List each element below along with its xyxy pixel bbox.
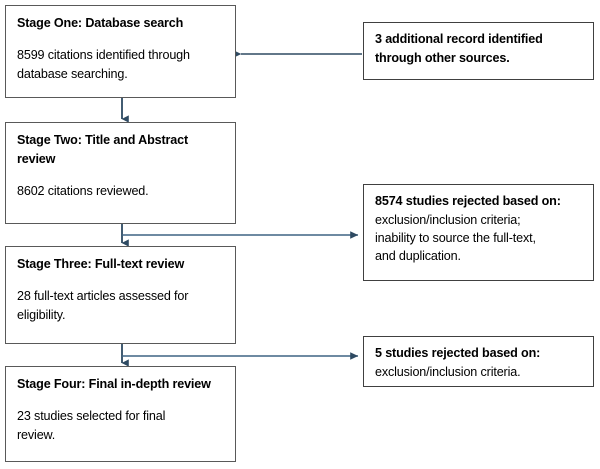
stage-four-line-2: review. [17, 428, 56, 442]
stage-one-box: Stage One: Database search 8599 citation… [5, 5, 236, 98]
stage-three-box: Stage Three: Full-text review 28 full-te… [5, 246, 236, 344]
stage-two-title-line-1: Stage Two: Title and Abstract [17, 133, 189, 147]
rejected-full-text-title: 5 studies rejected based on: [375, 346, 541, 360]
spacer [17, 394, 225, 407]
stage-two-line-1: 8602 citations reviewed. [17, 184, 149, 198]
additional-records-line-2: through other sources. [375, 51, 510, 65]
rejected-title-abstract-line-1: exclusion/inclusion criteria; [375, 213, 521, 227]
rejected-title-abstract-line-3: and duplication. [375, 249, 461, 263]
stage-one-line-2: database searching. [17, 67, 128, 81]
additional-records-line-1: 3 additional record identified [375, 32, 543, 46]
rejected-title-abstract-line-2: inability to source the full-text, [375, 231, 536, 245]
additional-records-box: 3 additional record identified through o… [363, 22, 594, 80]
rejected-full-text-line-1: exclusion/inclusion criteria. [375, 365, 521, 379]
rejected-title-abstract-title: 8574 studies rejected based on: [375, 194, 561, 208]
stage-three-line-2: eligibility. [17, 308, 66, 322]
stage-one-title: Stage One: Database search [17, 16, 184, 30]
stage-four-box: Stage Four: Final in-depth review 23 stu… [5, 366, 236, 462]
spacer [17, 169, 225, 182]
rejected-title-abstract-box: 8574 studies rejected based on: exclusio… [363, 184, 594, 281]
stage-three-title: Stage Three: Full-text review [17, 257, 185, 271]
stage-four-title: Stage Four: Final in-depth review [17, 377, 211, 391]
stage-two-title-line-2: review [17, 152, 56, 166]
rejected-full-text-box: 5 studies rejected based on: exclusion/i… [363, 336, 594, 387]
stage-three-line-1: 28 full-text articles assessed for [17, 289, 189, 303]
spacer [17, 274, 225, 287]
stage-two-box: Stage Two: Title and Abstract review 860… [5, 122, 236, 224]
stage-four-line-1: 23 studies selected for final [17, 409, 166, 423]
spacer [17, 33, 225, 46]
stage-one-line-1: 8599 citations identified through [17, 48, 190, 62]
